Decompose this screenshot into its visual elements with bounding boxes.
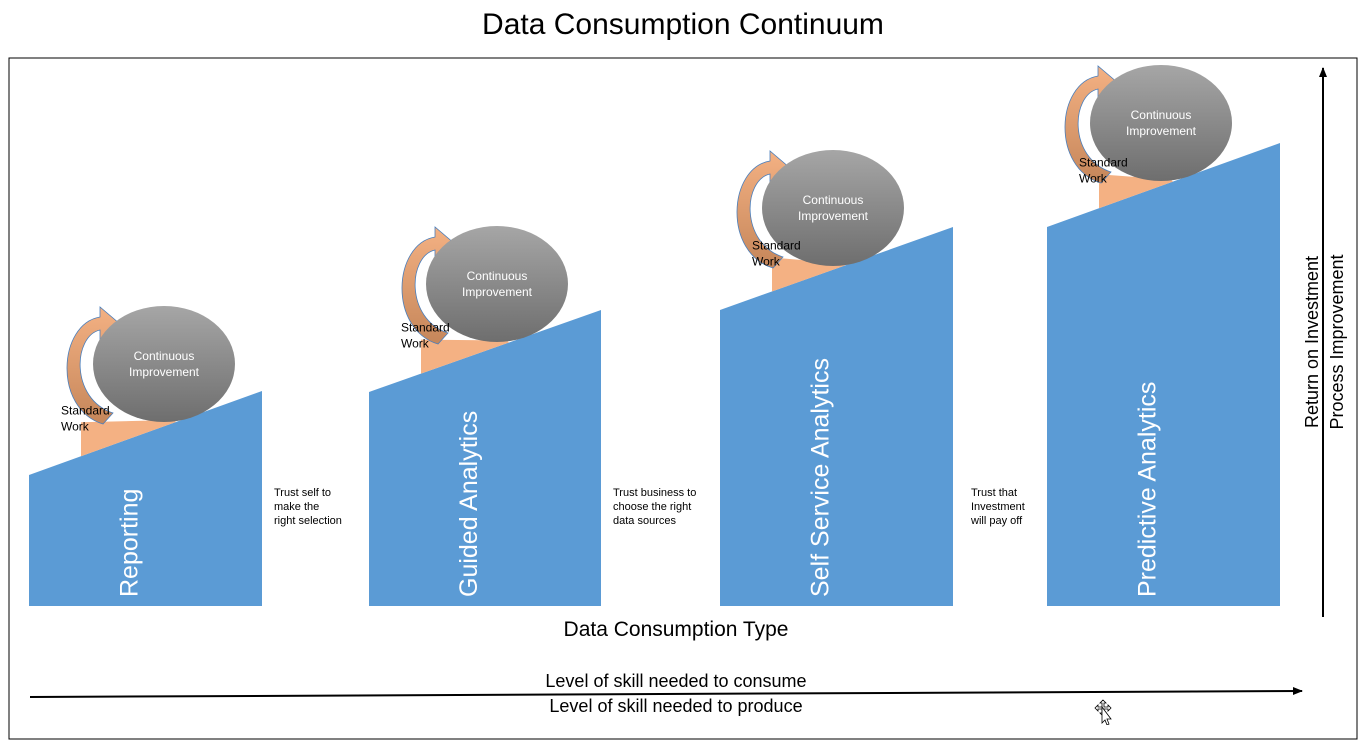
diagram-frame	[8, 57, 1358, 740]
skill-produce-label: Level of skill needed to produce	[549, 696, 802, 716]
standard-work-label: Standard	[401, 321, 450, 335]
standard-work-wedge	[421, 339, 509, 374]
y-axis-label-process: Process Improvement	[1327, 254, 1347, 429]
standard-work-label: Standard	[61, 403, 110, 417]
stage-1: ContinuousImprovementStandardWorkReporti…	[29, 306, 262, 606]
continuous-improvement-ellipse	[426, 226, 568, 342]
standard-work-label: Work	[1079, 171, 1108, 185]
standard-work-label: Standard	[752, 238, 801, 252]
stage-label: Self Service Analytics	[807, 358, 835, 597]
cycle-arrow-icon	[736, 150, 791, 269]
transition-line: data sources	[613, 515, 676, 527]
transition-line: Investment	[971, 501, 1025, 513]
continuous-improvement-ellipse	[1090, 65, 1232, 181]
stage-block	[1047, 143, 1280, 606]
continuous-improvement-label: Continuous	[467, 269, 528, 283]
cycle-arrow-icon	[1064, 65, 1119, 184]
transition-line: will pay off	[970, 515, 1023, 527]
stage-label: Reporting	[116, 489, 144, 597]
continuous-improvement-ellipse	[93, 306, 235, 422]
cycle-arrow-icon	[66, 306, 121, 425]
transition-text-1: Trust self to make the right selection	[274, 487, 342, 527]
cycle-arrow-icon	[401, 226, 456, 345]
continuous-improvement-label: Continuous	[1131, 108, 1192, 122]
continuous-improvement-label: Improvement	[798, 209, 869, 223]
skill-consume-label: Level of skill needed to consume	[545, 671, 806, 691]
stage-block	[369, 310, 601, 606]
continuous-improvement-label: Continuous	[134, 349, 195, 363]
skill-arrow	[29, 687, 1303, 698]
standard-work-label: Standard	[1079, 155, 1128, 169]
stages: ContinuousImprovementStandardWorkReporti…	[29, 65, 1280, 606]
stage-2: ContinuousImprovementStandardWorkGuided …	[369, 226, 601, 606]
x-axis-label: Data Consumption Type	[564, 618, 789, 641]
stage-4: ContinuousImprovementStandardWorkPredict…	[1047, 65, 1280, 606]
standard-work-wedge	[1099, 174, 1173, 209]
transition-line: Trust that	[971, 487, 1017, 499]
transition-line: Trust self to	[274, 487, 331, 499]
stage-label: Guided Analytics	[455, 411, 483, 597]
transition-line: Trust business to	[613, 487, 696, 499]
stage-block	[720, 227, 953, 606]
y-axis-label-roi: Return on Investment	[1302, 256, 1322, 428]
diagram-title: Data Consumption Continuum	[482, 8, 884, 41]
continuous-improvement-label: Continuous	[803, 193, 864, 207]
continuous-improvement-ellipse	[762, 150, 904, 266]
standard-work-label: Work	[61, 419, 90, 433]
transition-line: choose the right	[613, 501, 691, 513]
continuous-improvement-label: Improvement	[462, 285, 533, 299]
standard-work-label: Work	[752, 254, 781, 268]
standard-work-wedge	[81, 420, 176, 457]
standard-work-label: Work	[401, 337, 430, 351]
standard-work-wedge	[772, 257, 845, 292]
stage-block	[29, 391, 262, 606]
move-cursor-icon	[1094, 699, 1112, 725]
transition-line: right selection	[274, 515, 342, 527]
continuous-improvement-label: Improvement	[129, 365, 200, 379]
stage-label: Predictive Analytics	[1134, 382, 1162, 597]
continuous-improvement-label: Improvement	[1126, 124, 1197, 138]
transition-line: make the	[274, 501, 319, 513]
transition-text-2: Trust business to choose the right data so…	[613, 487, 696, 527]
